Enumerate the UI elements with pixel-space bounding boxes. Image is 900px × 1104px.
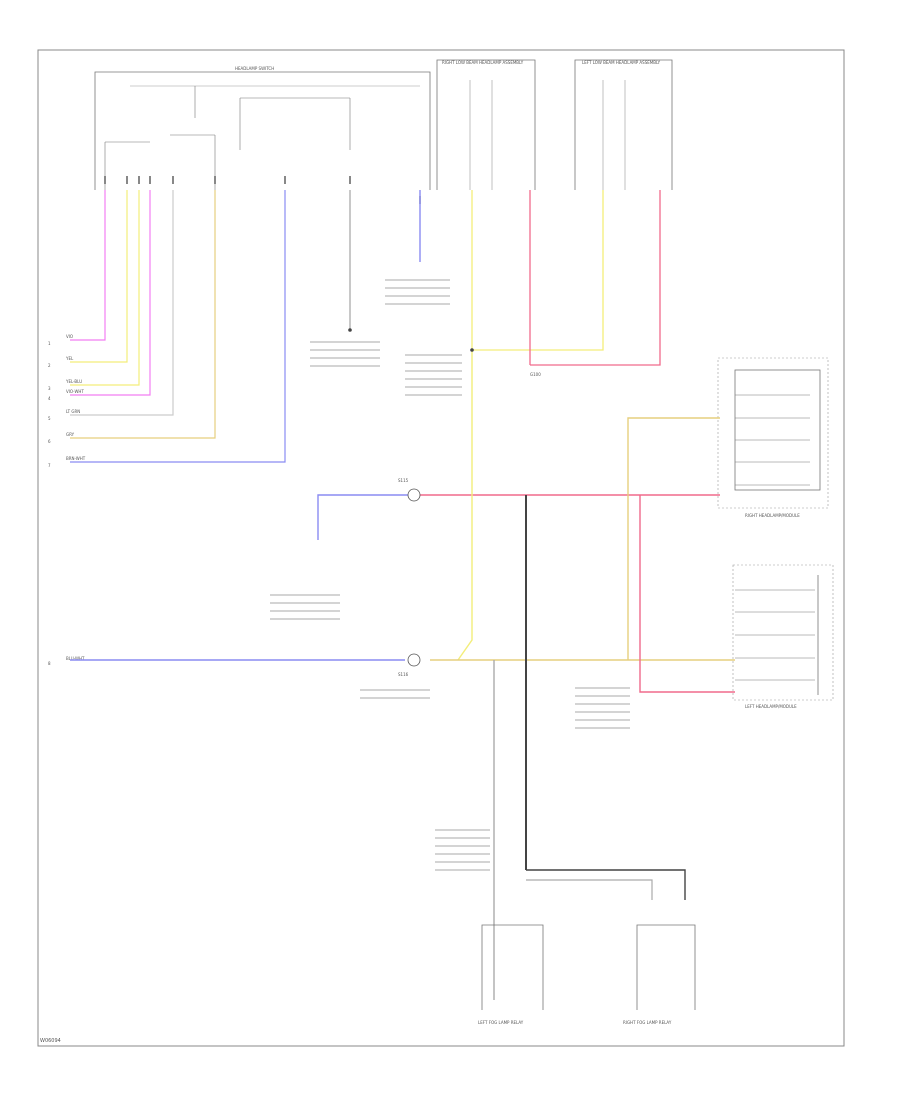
headlamp-switch-module: HEADLAMP SWITCH — [94, 66, 431, 204]
diagram-border — [37, 49, 845, 1047]
wire-label-4: VIO-WHT — [66, 389, 84, 394]
wire-label-1: VIO — [66, 334, 73, 339]
wire-label-7: BRN-WHT — [66, 456, 86, 461]
left-pin-numbers: 1 2 3 4 5 6 7 8 — [48, 341, 51, 666]
pin-3: 3 — [48, 386, 51, 391]
wire-label-3: YEL-BLU — [65, 379, 82, 384]
pin-4: 4 — [48, 396, 51, 401]
ground-g100: G100 — [470, 348, 541, 377]
wire-label-5: LT GRN — [66, 409, 80, 414]
left-assembly-label: LEFT LOW BEAM HEADLAMP ASSEMBLY — [582, 60, 661, 65]
pin-5: 5 — [48, 416, 51, 421]
headlamp-switch-label: HEADLAMP SWITCH — [235, 66, 274, 71]
right-low-beam-assembly: RIGHT LOW BEAM HEADLAMP ASSEMBLY — [436, 59, 536, 190]
top-harness-wires — [471, 190, 661, 366]
right-headlamp-module: RIGHT HEADLAMP/MODULE — [717, 357, 829, 518]
wire-label-2: YEL — [65, 356, 74, 361]
right-assembly-label: RIGHT LOW BEAM HEADLAMP ASSEMBLY — [442, 60, 524, 65]
left-low-beam-assembly: LEFT LOW BEAM HEADLAMP ASSEMBLY — [574, 59, 673, 190]
switch-ground-node — [348, 328, 352, 332]
splice-s116-label: S116 — [398, 672, 409, 677]
left-module-label: LEFT HEADLAMP/MODULE — [745, 704, 797, 709]
pin-2: 2 — [48, 363, 51, 368]
wire-label-8: BLU-WHT — [66, 656, 85, 661]
ground-g100-label: G100 — [530, 372, 541, 377]
left-wire-bundle — [70, 190, 286, 463]
left-wire-labels: VIO YEL YEL-BLU VIO-WHT LT GRN GRY BRN-W… — [65, 334, 86, 661]
pin-6: 6 — [48, 439, 51, 444]
middle-bus-wires — [70, 350, 735, 1000]
pin-7: 7 — [48, 463, 51, 468]
splice-s115: S115 — [398, 478, 421, 502]
left-fog-lamp-relay: LEFT FOG LAMP RELAY — [478, 924, 544, 1025]
left-fog-relay-label: LEFT FOG LAMP RELAY — [478, 1020, 524, 1025]
note-blocks — [270, 279, 630, 871]
pin-8: 8 — [48, 661, 51, 666]
left-headlamp-module: LEFT HEADLAMP/MODULE — [732, 564, 834, 709]
pin-1: 1 — [48, 341, 51, 346]
splice-s115-label: S115 — [398, 478, 409, 483]
right-fog-lamp-relay: RIGHT FOG LAMP RELAY — [623, 924, 696, 1025]
right-fog-relay-label: RIGHT FOG LAMP RELAY — [623, 1020, 672, 1025]
wire-label-6: GRY — [66, 432, 75, 437]
right-module-label: RIGHT HEADLAMP/MODULE — [745, 513, 800, 518]
splice-s116: S116 — [398, 653, 421, 677]
footer-code: W06094 — [40, 1038, 61, 1044]
